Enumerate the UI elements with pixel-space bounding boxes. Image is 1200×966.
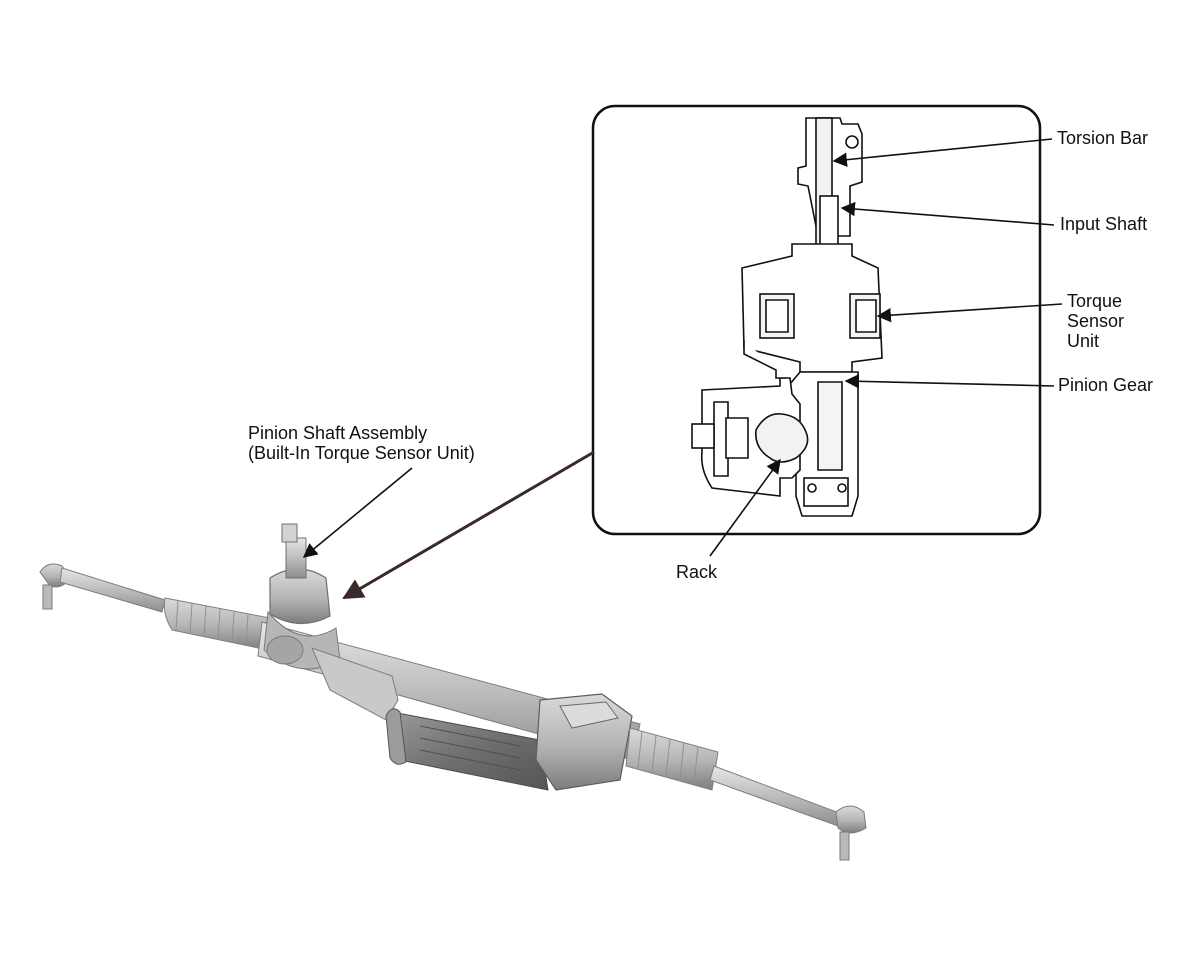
left-tie-rod-end xyxy=(39,563,166,613)
leader-lines xyxy=(302,138,1063,558)
label-torque-sensor-unit: Torque Sensor Unit xyxy=(1067,291,1124,351)
leader-torque-sensor-unit xyxy=(876,303,1063,323)
cutaway-inset xyxy=(591,104,1042,536)
pinion-housing xyxy=(263,523,341,670)
leader-rack xyxy=(709,458,781,557)
left-boot xyxy=(163,597,271,651)
steering-rack-assembly xyxy=(39,523,867,861)
leader-torsion-bar xyxy=(832,138,1053,167)
callout-arrow-to-inset xyxy=(342,450,595,600)
leader-pinion-shaft-assembly xyxy=(302,467,413,558)
label-torque-sensor-unit-line3: Unit xyxy=(1067,331,1100,351)
label-pinion-shaft-assembly-line1: Pinion Shaft Assembly xyxy=(248,423,428,443)
leader-input-shaft xyxy=(840,201,1055,226)
right-tie-rod-end xyxy=(709,765,867,861)
label-torque-sensor-unit-line2: Sensor xyxy=(1067,311,1125,331)
label-input-shaft: Input Shaft xyxy=(1060,214,1148,234)
leader-pinion-gear xyxy=(844,374,1055,389)
label-pinion-shaft-assembly: Pinion Shaft Assembly (Built-In Torque S… xyxy=(248,423,475,463)
assist-motor xyxy=(385,693,633,791)
label-pinion-shaft-assembly-line2: (Built-In Torque Sensor Unit) xyxy=(248,443,475,463)
right-boot xyxy=(625,727,719,791)
label-pinion-gear: Pinion Gear xyxy=(1058,375,1154,395)
label-torsion-bar: Torsion Bar xyxy=(1057,128,1149,148)
pinion-cross-section xyxy=(691,117,883,517)
label-rack: Rack xyxy=(676,562,718,582)
label-torque-sensor-unit-line1: Torque xyxy=(1067,291,1123,311)
